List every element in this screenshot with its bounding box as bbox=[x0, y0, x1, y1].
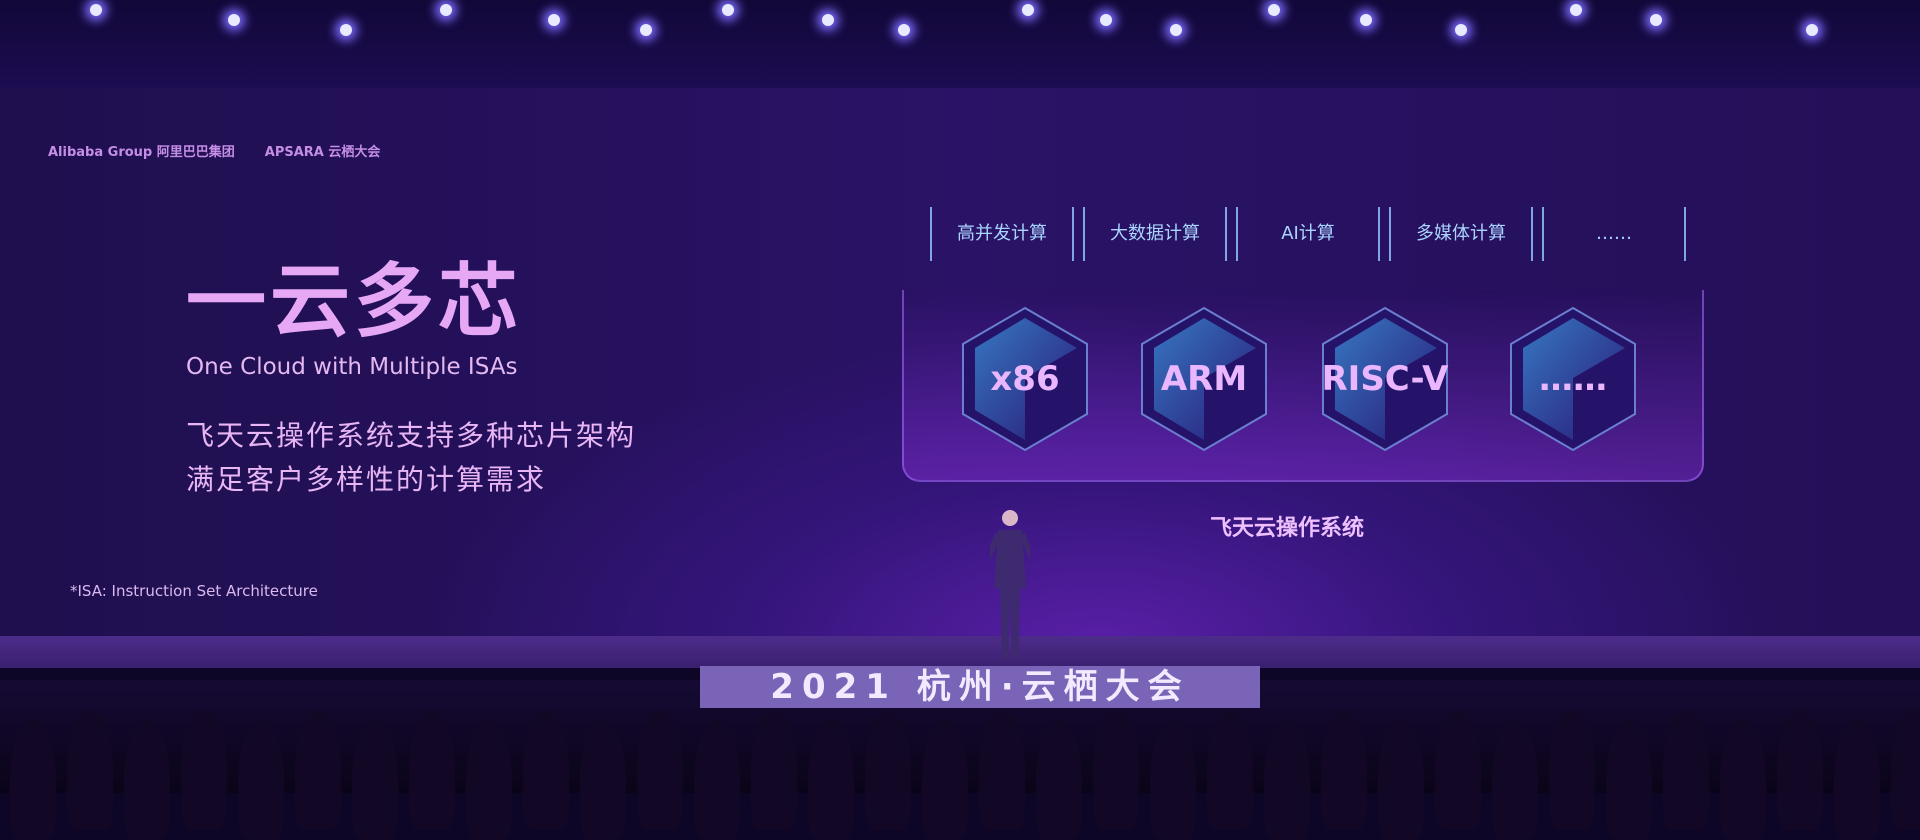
stage bbox=[0, 636, 1920, 668]
workload-tag: …… bbox=[1542, 207, 1686, 261]
audience-silhouette bbox=[1036, 720, 1082, 840]
audience-silhouette bbox=[979, 710, 1025, 830]
workload-tag: 多媒体计算 bbox=[1389, 207, 1533, 261]
audience-silhouette bbox=[637, 710, 683, 830]
architecture-chip: …… bbox=[1509, 306, 1637, 452]
os-label: 飞天云操作系统 bbox=[1210, 516, 1365, 541]
audience-silhouette bbox=[67, 710, 113, 830]
audience-silhouette bbox=[466, 720, 512, 840]
audience-silhouette bbox=[181, 710, 227, 830]
audience-silhouette bbox=[694, 720, 740, 840]
apsara-logo: APSARA 云栖大会 bbox=[264, 145, 381, 160]
audience-silhouette bbox=[238, 720, 284, 840]
spotlight bbox=[640, 24, 652, 36]
audience-silhouette bbox=[1150, 720, 1196, 840]
spotlight bbox=[898, 24, 910, 36]
spotlight bbox=[90, 4, 102, 16]
spotlight bbox=[1806, 24, 1818, 36]
speaker bbox=[990, 510, 1030, 658]
alibaba-logo: Alibaba Group 阿里巴巴集团 bbox=[48, 145, 235, 160]
workload-tag: 大数据计算 bbox=[1083, 207, 1227, 261]
body-line: 满足客户多样性的计算需求 bbox=[186, 463, 547, 496]
spotlight bbox=[822, 14, 834, 26]
audience-silhouette bbox=[1492, 720, 1538, 840]
footnote: *ISA: Instruction Set Architecture bbox=[70, 582, 318, 600]
audience-silhouette bbox=[580, 720, 626, 840]
audience-silhouette bbox=[1264, 720, 1310, 840]
audience-silhouette bbox=[295, 710, 341, 830]
audience-silhouette bbox=[1777, 710, 1823, 830]
audience-silhouette bbox=[1549, 710, 1595, 830]
workload-tag: AI计算 bbox=[1236, 207, 1380, 261]
audience-silhouette bbox=[1093, 710, 1139, 830]
architecture-chip: x86 bbox=[961, 306, 1089, 452]
audience-silhouette bbox=[808, 720, 854, 840]
workload-tag: 高并发计算 bbox=[930, 207, 1074, 261]
audience-silhouette bbox=[124, 720, 170, 840]
audience-silhouette bbox=[751, 710, 797, 830]
audience-silhouette bbox=[1207, 710, 1253, 830]
hexagon-icon bbox=[1510, 306, 1636, 452]
body-line: 飞天云操作系统支持多种芯片架构 bbox=[186, 419, 637, 452]
spotlight bbox=[228, 14, 240, 26]
spotlight bbox=[548, 14, 560, 26]
slide-title: 一云多芯 bbox=[186, 255, 522, 348]
architecture-chip: ARM bbox=[1140, 306, 1268, 452]
hexagon-icon bbox=[962, 306, 1088, 452]
spotlight bbox=[1170, 24, 1182, 36]
audience-silhouette bbox=[1720, 720, 1766, 840]
audience-silhouette bbox=[1321, 710, 1367, 830]
audience-silhouette bbox=[1834, 720, 1880, 840]
logo-bar: Alibaba Group 阿里巴巴集团 APSARA 云栖大会 bbox=[48, 145, 380, 161]
chip-label: …… bbox=[1539, 359, 1607, 399]
workload-tags: 高并发计算 大数据计算 AI计算 多媒体计算 …… bbox=[930, 207, 1695, 261]
audience-silhouette bbox=[1891, 710, 1920, 830]
chip-label: ARM bbox=[1160, 359, 1248, 399]
spotlight bbox=[722, 4, 734, 16]
audience-silhouette bbox=[10, 720, 56, 840]
stage-banner: 2021 杭州·云栖大会 bbox=[700, 666, 1260, 708]
stage-lights bbox=[0, 0, 1920, 90]
spotlight bbox=[1360, 14, 1372, 26]
audience-silhouette bbox=[1663, 710, 1709, 830]
spotlight bbox=[1455, 24, 1467, 36]
architecture-chip: RISC-V bbox=[1321, 306, 1449, 452]
hexagon-icon bbox=[1141, 306, 1267, 452]
spotlight bbox=[1022, 4, 1034, 16]
spotlight bbox=[1570, 4, 1582, 16]
audience-silhouette bbox=[1378, 720, 1424, 840]
audience-silhouette bbox=[1606, 720, 1652, 840]
spotlight bbox=[1650, 14, 1662, 26]
hexagon-icon bbox=[1322, 306, 1448, 452]
audience-silhouette bbox=[523, 710, 569, 830]
audience-silhouette bbox=[922, 720, 968, 840]
spotlight bbox=[1100, 14, 1112, 26]
chip-label: x86 bbox=[990, 359, 1060, 399]
audience-silhouette bbox=[1435, 710, 1481, 830]
audience-silhouette bbox=[865, 710, 911, 830]
audience-silhouette bbox=[352, 720, 398, 840]
spotlight bbox=[440, 4, 452, 16]
chip-label: RISC-V bbox=[1321, 359, 1449, 399]
slide-subtitle: One Cloud with Multiple ISAs bbox=[186, 354, 518, 380]
spotlight bbox=[340, 24, 352, 36]
audience-silhouette bbox=[409, 710, 455, 830]
spotlight bbox=[1268, 4, 1280, 16]
